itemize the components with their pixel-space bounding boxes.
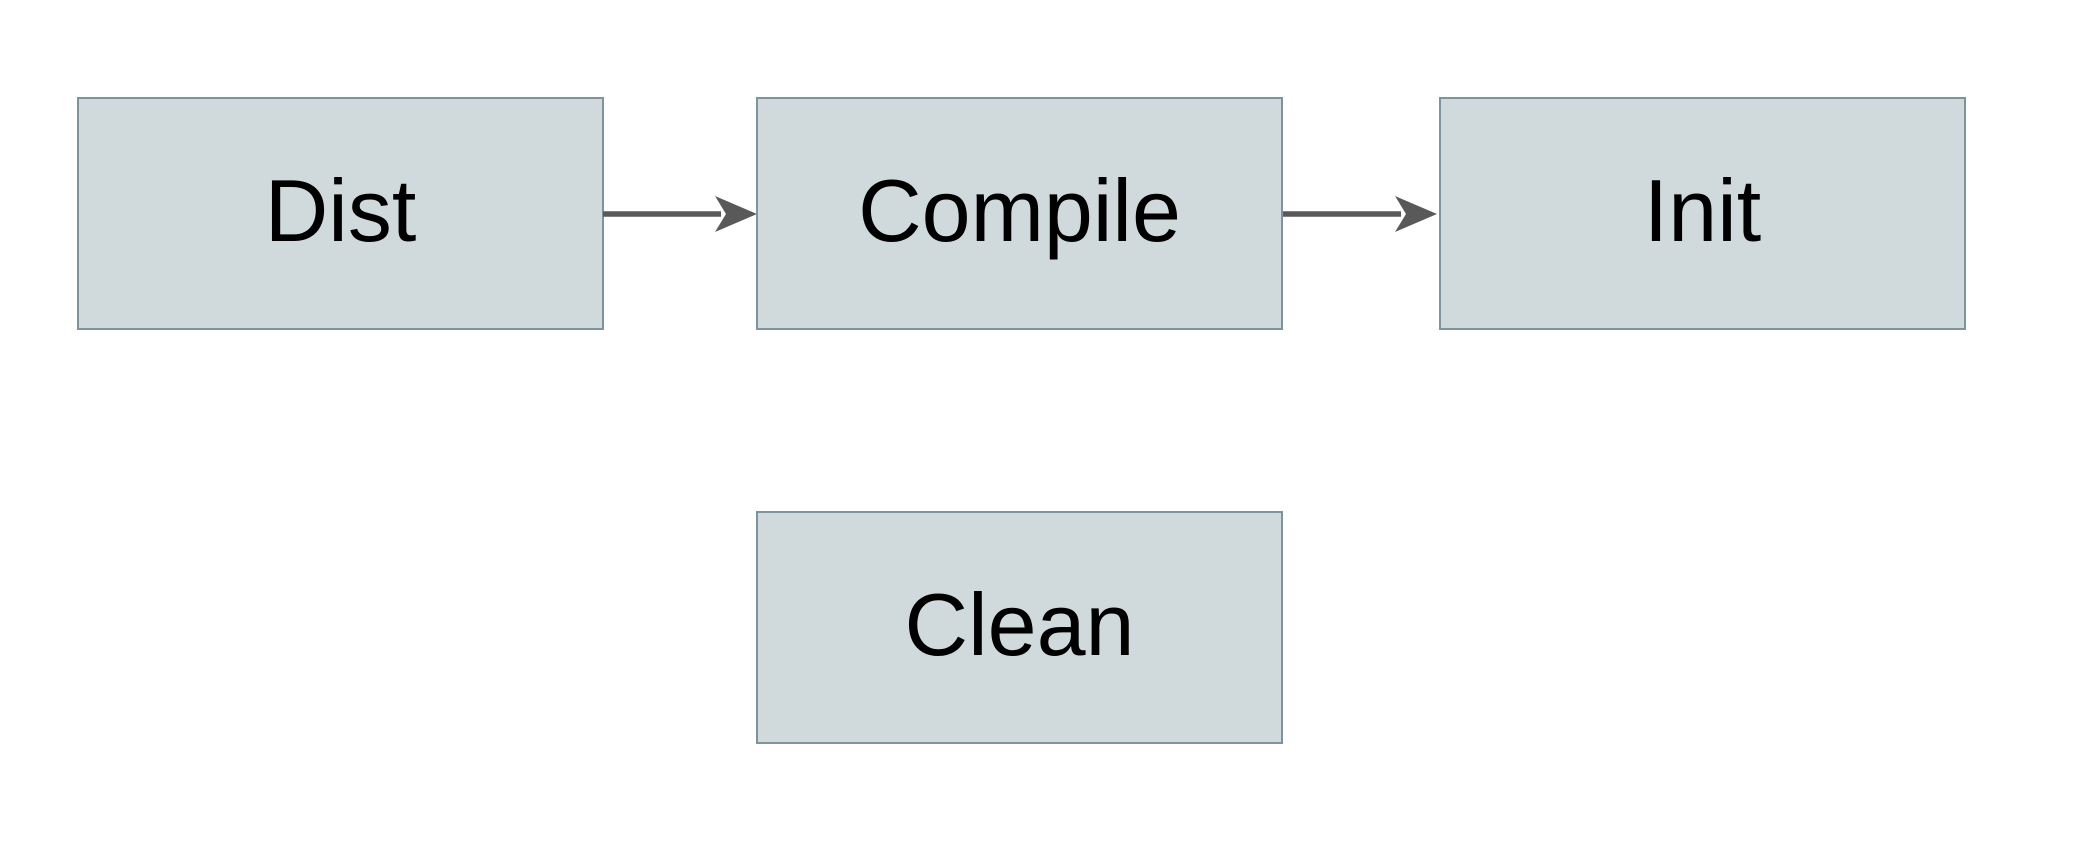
node-dist[interactable]: Dist — [77, 97, 604, 330]
arrow-compile-to-init[interactable] — [1283, 192, 1437, 236]
node-compile[interactable]: Compile — [756, 97, 1283, 330]
node-dist-label: Dist — [264, 160, 417, 260]
node-init-label: Init — [1643, 160, 1762, 260]
node-init[interactable]: Init — [1439, 97, 1966, 330]
arrow-dist-to-compile[interactable] — [603, 192, 757, 236]
node-clean[interactable]: Clean — [756, 511, 1283, 744]
node-compile-label: Compile — [858, 160, 1181, 260]
arrow-head-icon — [715, 196, 757, 232]
node-clean-label: Clean — [904, 574, 1135, 674]
arrow-head-icon — [1395, 196, 1437, 232]
